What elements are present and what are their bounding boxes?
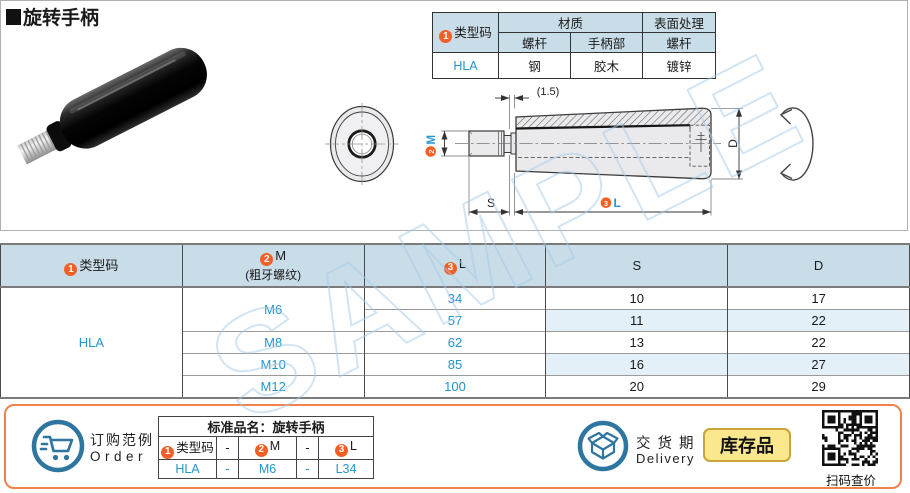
spec-value-code: HLA: [432, 52, 499, 79]
badge-2-icon: [425, 146, 436, 157]
badge-2-icon: 2: [260, 253, 274, 267]
order-example-cn: 订购范例: [90, 432, 154, 448]
table-row: HLA M6 34 10 17: [0, 286, 910, 398]
table-row: 57 11 22: [1, 309, 910, 332]
dim-s-label: S: [487, 196, 495, 210]
table-row: M8 62 13 22: [1, 331, 910, 354]
order-dash: -: [296, 436, 319, 460]
photo-handle-body: [59, 47, 207, 149]
order-example-en: Order: [90, 449, 148, 464]
table-row: M12 100 20 29: [1, 375, 910, 398]
qr-code: [822, 410, 878, 466]
qr-caption: 扫码查价: [825, 474, 876, 488]
spec-value-surface: 镀锌: [642, 52, 716, 79]
photo-threaded-stud: [17, 128, 61, 165]
badge-3-icon: 3: [335, 443, 349, 457]
dim-m-label: M: [426, 135, 438, 145]
spec-header-surface: 表面处理: [642, 12, 716, 33]
col-header-s: S: [545, 244, 729, 288]
svg-text:2: 2: [427, 149, 436, 153]
table-row: M10 85 16 27: [1, 353, 910, 376]
order-value-m: M6: [238, 458, 297, 479]
side-view: [455, 107, 721, 180]
dim-d-label: D: [726, 139, 740, 148]
dim-gap: [495, 95, 529, 129]
set-screw-symbol: [695, 132, 707, 152]
delivery-cn: 交货期: [636, 436, 701, 452]
cell-m: M12: [181, 375, 365, 398]
page-title-text: 旋转手柄: [23, 8, 100, 29]
cell-m: M8: [181, 331, 365, 354]
rotation-arrow-icon: [779, 107, 814, 181]
order-dash: -: [296, 458, 319, 479]
title-square-icon: [6, 8, 21, 25]
spec-header-material: 材质: [498, 12, 643, 33]
delivery-box-icon: [577, 420, 629, 472]
order-value-code: HLA: [158, 458, 217, 479]
order-table-title: 标准品名：旋转手柄: [158, 416, 374, 437]
dim-l-label-group: 3 L: [600, 196, 621, 210]
svg-text:3: 3: [604, 199, 608, 208]
stock-status-badge: 库存品: [703, 428, 791, 462]
dim-d: D: [711, 107, 743, 180]
spec-subheader-screw: 螺杆: [498, 32, 571, 53]
badge-1-icon: 1: [439, 30, 453, 44]
order-value-l: L34: [318, 458, 374, 479]
dim-gap-label: (1.5): [537, 86, 560, 98]
product-photo: [17, 47, 207, 165]
order-dash: -: [216, 436, 239, 460]
cart-icon: [31, 419, 85, 473]
badge-1-icon: 1: [64, 263, 78, 277]
dim-l-label: L: [614, 196, 621, 210]
dim-m: 2 M: [425, 130, 469, 157]
dim-s-l: [468, 155, 712, 216]
delivery-en: Delivery: [636, 451, 695, 466]
end-view: [325, 103, 399, 185]
photo-collar: [46, 121, 72, 152]
order-dash: -: [216, 458, 239, 479]
cell-m: M10: [181, 353, 365, 376]
spec-value-handle-material: 胶木: [570, 52, 643, 79]
upper-section-frame: [0, 0, 908, 231]
col-header-d: D: [727, 244, 910, 288]
technical-drawing: (1.5) 2 M D: [325, 86, 814, 216]
cell-type-code: HLA: [0, 286, 183, 398]
spec-subheader-handle-part: 手柄部: [570, 32, 643, 53]
spec-subheader-screw2: 螺杆: [642, 32, 716, 53]
handle-photo-group: [17, 47, 207, 165]
badge-3-icon: [600, 197, 612, 208]
badge-2-icon: 2: [254, 443, 268, 457]
badge-3-icon: 3: [443, 261, 457, 275]
badge-1-icon: 1: [161, 445, 175, 459]
cell-m: M6: [181, 286, 365, 332]
spec-value-screw-material: 钢: [498, 52, 571, 79]
page-title: 旋转手柄: [6, 3, 99, 30]
